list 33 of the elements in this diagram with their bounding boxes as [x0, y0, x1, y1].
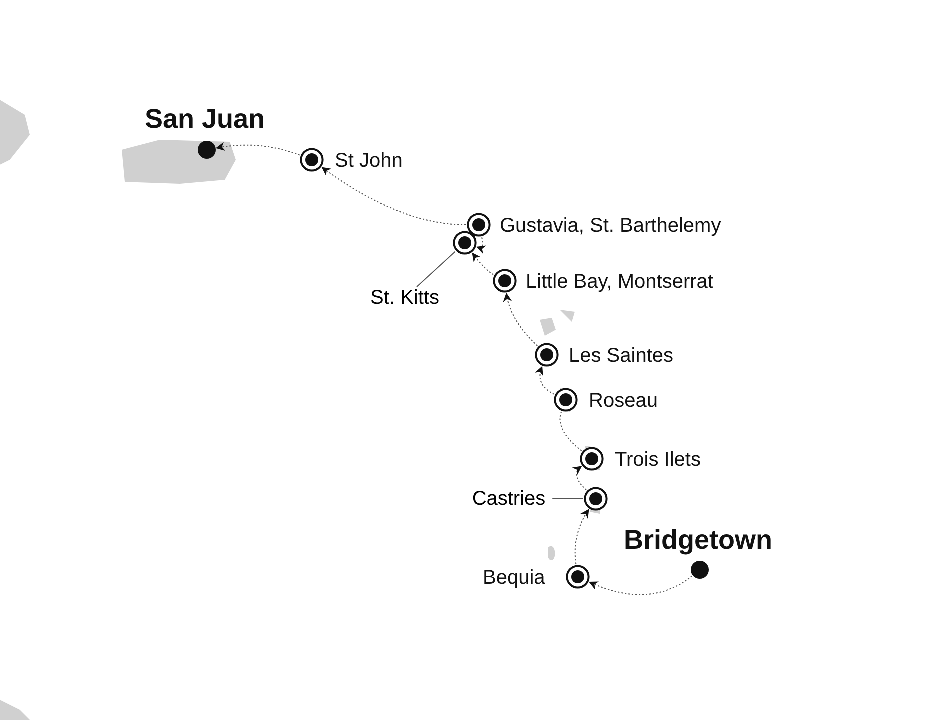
port-label: Roseau	[589, 391, 658, 411]
port-marker	[566, 565, 590, 589]
port-label: Little Bay, Montserrat	[526, 272, 714, 292]
port-marker	[584, 487, 608, 511]
route-arrow	[589, 576, 693, 596]
route-arrow	[504, 293, 538, 347]
port-label: Bequia	[483, 568, 546, 588]
port-label: St John	[335, 151, 403, 171]
port-label: Les Saintes	[569, 346, 674, 366]
route-arrow	[572, 466, 587, 491]
port-marker	[300, 148, 324, 172]
endpoint-dot	[691, 561, 709, 579]
route-arrow	[216, 142, 300, 156]
route-arrow	[574, 509, 590, 565]
route-arrow	[322, 167, 466, 226]
port-marker	[535, 343, 559, 367]
route-arrow	[476, 237, 486, 254]
port-marker	[580, 447, 604, 471]
port-marker	[493, 269, 517, 293]
port-label: Gustavia, St. Barthelemy	[500, 216, 722, 236]
port-marker	[554, 388, 578, 412]
endpoint-dot	[198, 141, 216, 159]
port-label: San Juan	[145, 106, 266, 133]
port-label: St. Kitts	[362, 287, 448, 309]
port-label: Trois Ilets	[615, 450, 701, 470]
route-arrow	[535, 366, 555, 395]
port-label: Castries	[465, 488, 553, 510]
leader-line	[416, 251, 456, 288]
route-arrow	[472, 252, 494, 276]
port-label: Bridgetown	[624, 527, 772, 554]
leader-line	[552, 498, 584, 500]
port-marker	[467, 213, 491, 237]
port-marker	[453, 231, 477, 255]
